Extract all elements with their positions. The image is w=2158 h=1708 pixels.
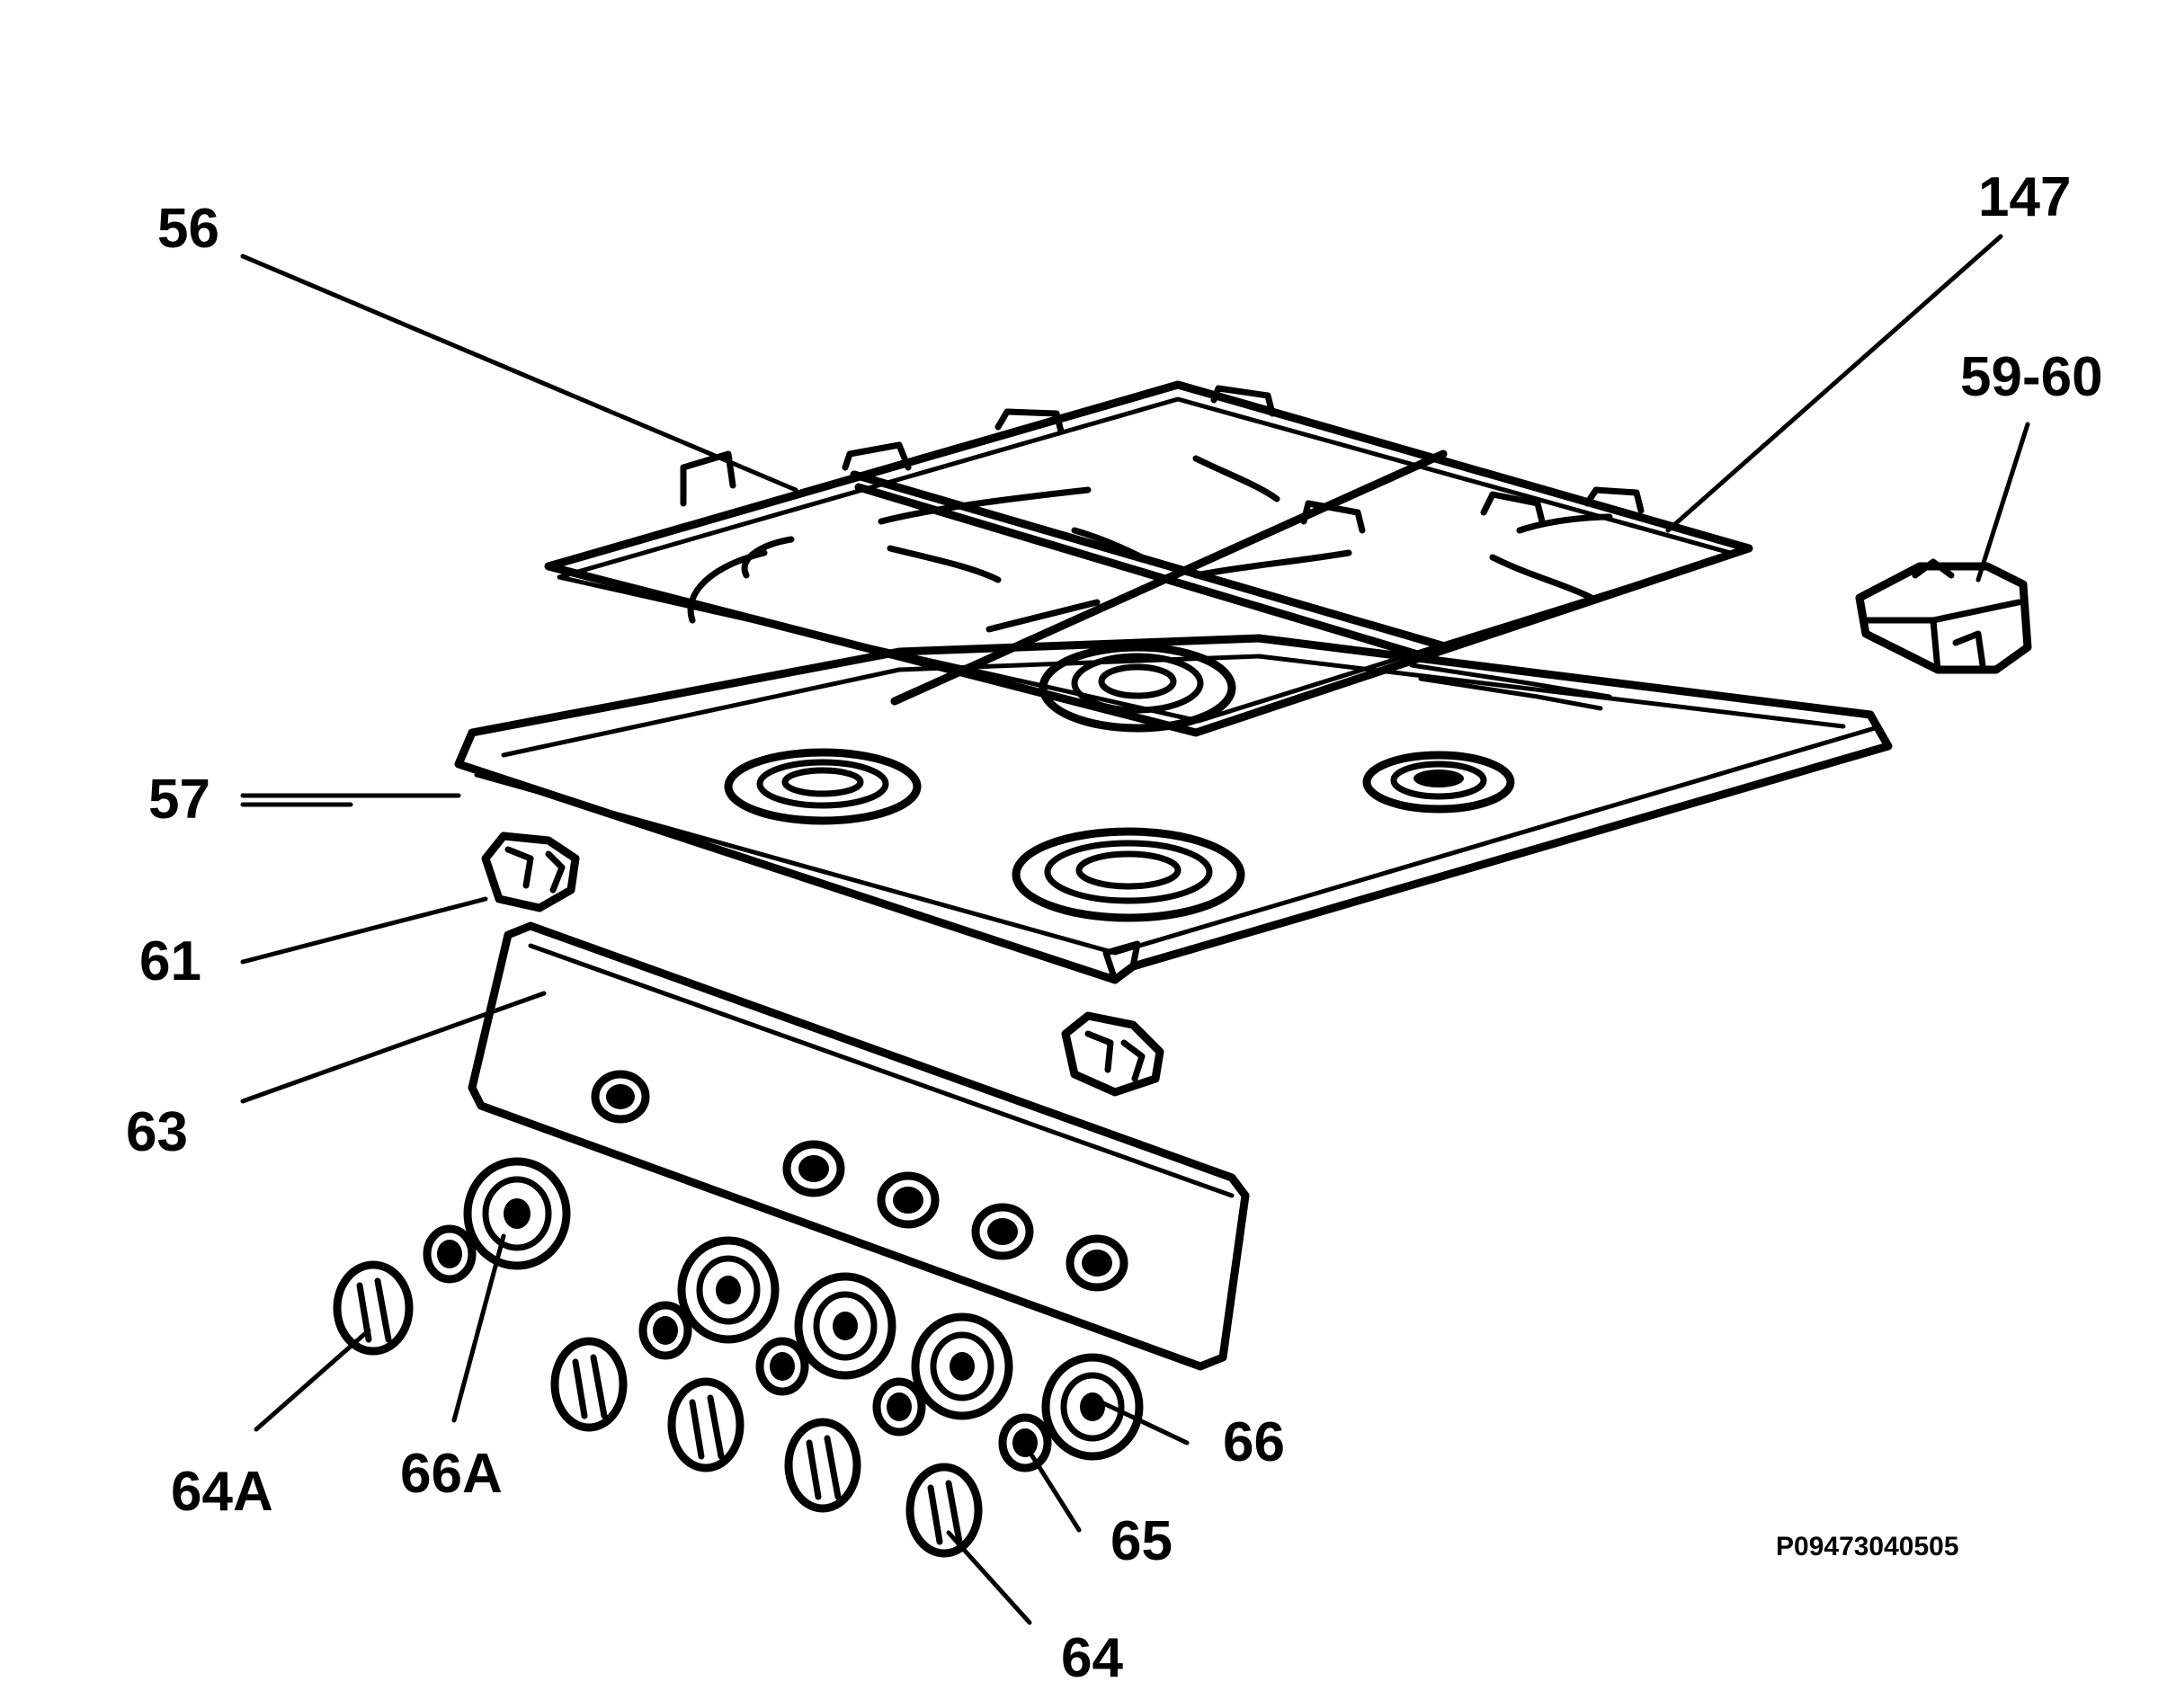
callout-56: 56 xyxy=(157,198,219,260)
hob-top-plate xyxy=(454,634,1893,984)
reference-code: P09473040505 xyxy=(1776,1532,1959,1561)
callout-64A: 64A xyxy=(171,1461,273,1523)
clip-right xyxy=(1061,1011,1164,1097)
connector-block-59-60 xyxy=(1855,558,2032,674)
callout-63: 63 xyxy=(126,1101,188,1163)
pan-support-grid xyxy=(544,380,1753,737)
callout-66A: 66A xyxy=(400,1443,503,1505)
callout-65: 65 xyxy=(1110,1510,1173,1572)
leader-lines xyxy=(240,234,2030,1625)
callout-147: 147 xyxy=(1978,166,2071,228)
callout-64: 64 xyxy=(1061,1627,1123,1689)
control-knobs xyxy=(333,1157,1144,1558)
callout-61: 61 xyxy=(139,930,201,992)
control-panel-63 xyxy=(468,921,1250,1371)
callout-59-60: 59-60 xyxy=(1960,346,2103,408)
callout-66: 66 xyxy=(1223,1411,1285,1473)
callout-labels: 56 147 59-60 57 61 63 64A 66A 66 65 64 P… xyxy=(126,166,2103,1689)
clip-61 xyxy=(481,832,580,912)
callout-57: 57 xyxy=(148,769,210,831)
